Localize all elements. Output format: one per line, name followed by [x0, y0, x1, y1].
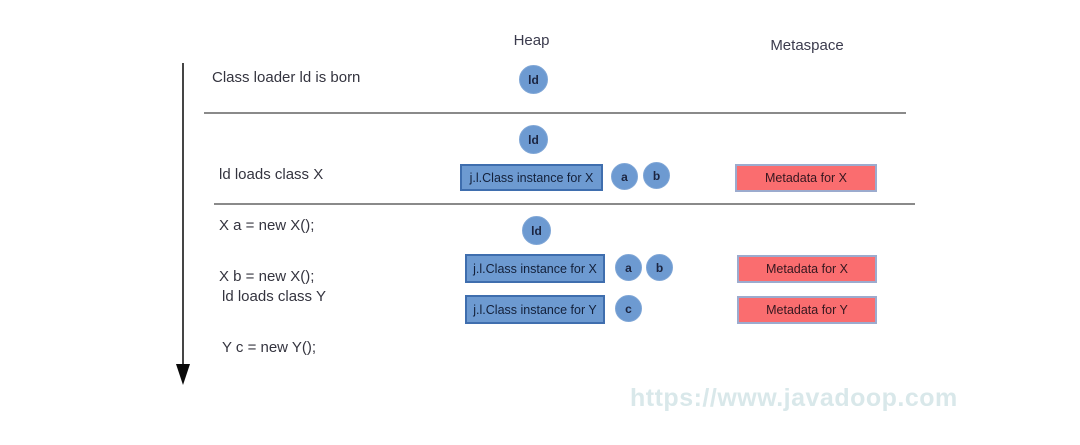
step2-class-instance-x-box: j.l.Class instance for X	[460, 164, 603, 191]
watermark-url: https://www.javadoop.com	[630, 384, 958, 412]
heap-column-header: Heap	[513, 32, 550, 49]
step2-label: ld loads class X X a = new X(); X b = ne…	[219, 132, 323, 319]
divider-1	[204, 112, 906, 114]
step3-object-c-circle: c	[615, 295, 642, 322]
step3-metadata-x-box: Metadata for X	[737, 255, 877, 283]
metaspace-column-header: Metaspace	[770, 37, 844, 54]
step2-object-a-circle: a	[611, 163, 638, 190]
step3-loader-circle: ld	[522, 216, 551, 245]
step3-label: ld loads class Y Y c = new Y();	[222, 254, 326, 390]
step3-label-line1: ld loads class Y	[222, 288, 326, 305]
step1-loader-circle: ld	[519, 65, 548, 94]
step3-object-a-circle: a	[615, 254, 642, 281]
timeline-arrow-line	[182, 63, 184, 365]
step2-label-line1: ld loads class X	[219, 166, 324, 183]
step2-object-b-circle: b	[643, 162, 670, 189]
step3-class-instance-y-box: j.l.Class instance for Y	[465, 295, 605, 324]
step3-object-b-circle: b	[646, 254, 673, 281]
step2-label-line2: X a = new X();	[219, 217, 315, 234]
step2-label-line3: X b = new X();	[219, 268, 315, 285]
step2-metadata-x-box: Metadata for X	[735, 164, 877, 192]
timeline-arrowhead-icon	[176, 364, 190, 385]
step3-label-line2: Y c = new Y();	[222, 339, 317, 356]
step3-class-instance-x-box: j.l.Class instance for X	[465, 254, 605, 283]
step2-loader-circle: ld	[519, 125, 548, 154]
divider-2	[214, 203, 915, 205]
step1-label: Class loader ld is born	[212, 69, 361, 86]
step3-metadata-y-box: Metadata for Y	[737, 296, 877, 324]
